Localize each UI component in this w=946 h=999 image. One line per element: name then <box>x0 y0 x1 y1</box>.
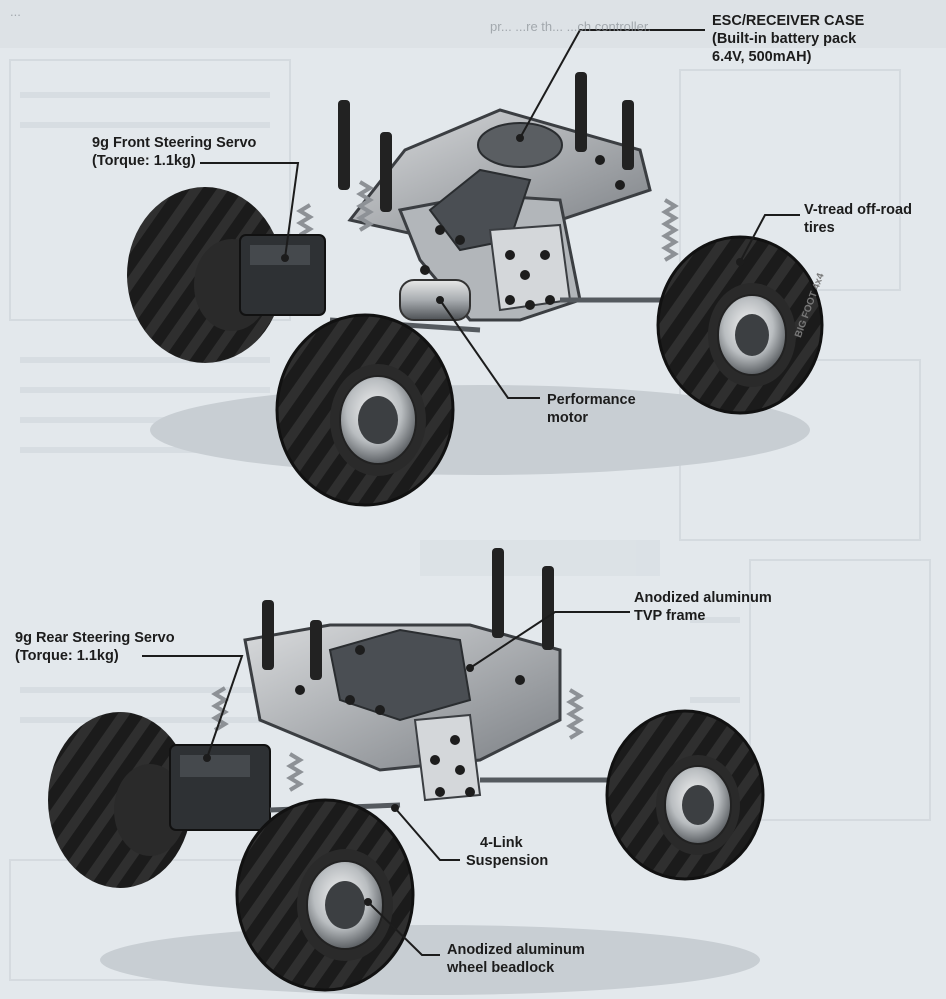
tires-callout-line1: V-tread off-road <box>804 202 912 218</box>
top-front-left-tire <box>275 313 455 507</box>
tvp-frame-callout: Anodized aluminum TVP frame <box>634 589 772 625</box>
top-rear-left-tire <box>656 235 824 415</box>
rear-servo-callout-line2: (Torque: 1.1kg) <box>15 648 119 664</box>
esc-callout-line3: 6.4V, 500mAH) <box>712 49 812 65</box>
faded-header-line1: ... <box>10 4 21 19</box>
top-front-servo <box>239 234 326 316</box>
suspension-callout-line1: 4-Link <box>480 835 523 851</box>
esc-leader-line <box>519 29 705 139</box>
esc-receiver-case-callout: ESC/RECEIVER CASE (Built-in battery pack… <box>712 12 864 66</box>
rear-servo-callout-line1: 9g Rear Steering Servo <box>15 630 175 646</box>
suspension-callout-line2: Suspension <box>466 853 549 869</box>
suspension-leader-line <box>394 807 460 861</box>
rear-servo-leader-line <box>142 655 244 759</box>
wheel-beadlock-callout: Anodized aluminum wheel beadlock <box>447 941 585 977</box>
bottom-front-left-tire <box>235 798 415 992</box>
callout-leader-lines <box>142 29 800 956</box>
esc-callout-line2: (Built-in battery pack <box>712 31 857 47</box>
top-performance-motor <box>399 279 471 321</box>
frame-callout-line2: TVP frame <box>634 608 706 624</box>
bottom-shock-posts <box>262 548 554 680</box>
frame-callout-line1: Anodized aluminum <box>634 590 772 606</box>
esc-callout-line1: ESC/RECEIVER CASE <box>712 13 865 29</box>
bottom-rear-right-tire <box>48 712 192 888</box>
beadlock-callout-line1: Anodized aluminum <box>447 942 585 958</box>
rear-steering-servo-callout: 9g Rear Steering Servo (Torque: 1.1kg) <box>15 629 175 665</box>
bottom-rear-servo <box>169 744 271 831</box>
tires-callout: V-tread off-road tires <box>804 201 912 237</box>
motor-callout-line1: Performance <box>547 392 636 408</box>
frame-leader-line <box>469 611 630 669</box>
top-coil-springs <box>296 180 679 262</box>
tires-leader-line <box>739 214 800 263</box>
front-steering-servo-callout: 9g Front Steering Servo (Torque: 1.1kg) <box>92 134 256 170</box>
performance-motor-callout: Performance motor <box>547 391 636 427</box>
faded-header-text: ... pr... ...re th... ...ch controller. <box>10 4 651 34</box>
front-servo-leader-line <box>200 162 300 259</box>
faded-header-line2: pr... ...re th... ...ch controller. <box>490 19 652 34</box>
motor-leader-line <box>439 299 540 399</box>
bottom-front-right-tire <box>605 709 765 881</box>
bottom-vehicle-photo <box>48 548 765 995</box>
beadlock-callout-line2: wheel beadlock <box>447 960 555 976</box>
beadlock-leader-line <box>367 901 440 956</box>
bottom-chassis-frame <box>243 623 562 802</box>
top-shock-posts <box>338 72 634 212</box>
four-link-suspension-callout: 4-Link Suspension <box>466 834 548 870</box>
top-vehicle-photo <box>127 72 824 507</box>
front-servo-callout-line2: (Torque: 1.1kg) <box>92 153 196 169</box>
front-servo-callout-line1: 9g Front Steering Servo <box>92 135 257 151</box>
bottom-coil-springs <box>211 686 584 792</box>
motor-callout-line2: motor <box>547 410 589 426</box>
tires-callout-line2: tires <box>804 220 835 236</box>
top-chassis-frame <box>347 108 652 322</box>
